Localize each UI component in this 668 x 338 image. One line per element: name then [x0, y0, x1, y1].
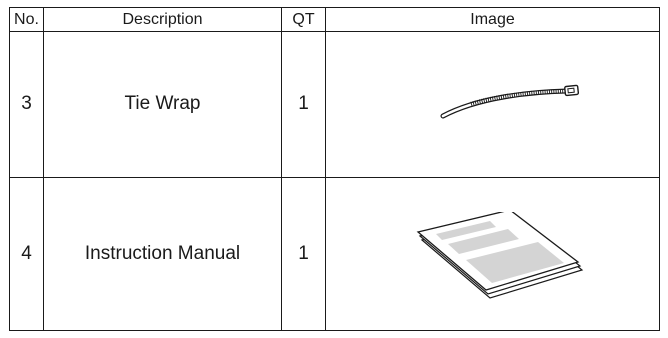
row-description: Instruction Manual	[43, 176, 282, 332]
row-image	[325, 176, 660, 332]
table-header-row: No. Description QT Image	[9, 7, 660, 32]
row-quantity: 1	[281, 176, 326, 332]
header-description: Description	[43, 7, 282, 32]
header-qt: QT	[281, 7, 326, 32]
row-description: Tie Wrap	[43, 31, 282, 178]
table-row: 3 Tie Wrap 1	[9, 31, 660, 178]
instruction-manual-icon	[416, 211, 583, 299]
row-number: 4	[9, 176, 44, 332]
table-row: 4 Instruction Manual 1	[9, 176, 660, 332]
row-number: 3	[9, 31, 44, 178]
parts-table: No. Description QT Image 3 Tie Wrap 1	[9, 7, 660, 332]
row-quantity: 1	[281, 31, 326, 178]
header-no: No.	[9, 7, 44, 32]
header-image: Image	[325, 7, 660, 32]
row-image	[325, 31, 660, 178]
tie-wrap-icon	[440, 85, 579, 119]
